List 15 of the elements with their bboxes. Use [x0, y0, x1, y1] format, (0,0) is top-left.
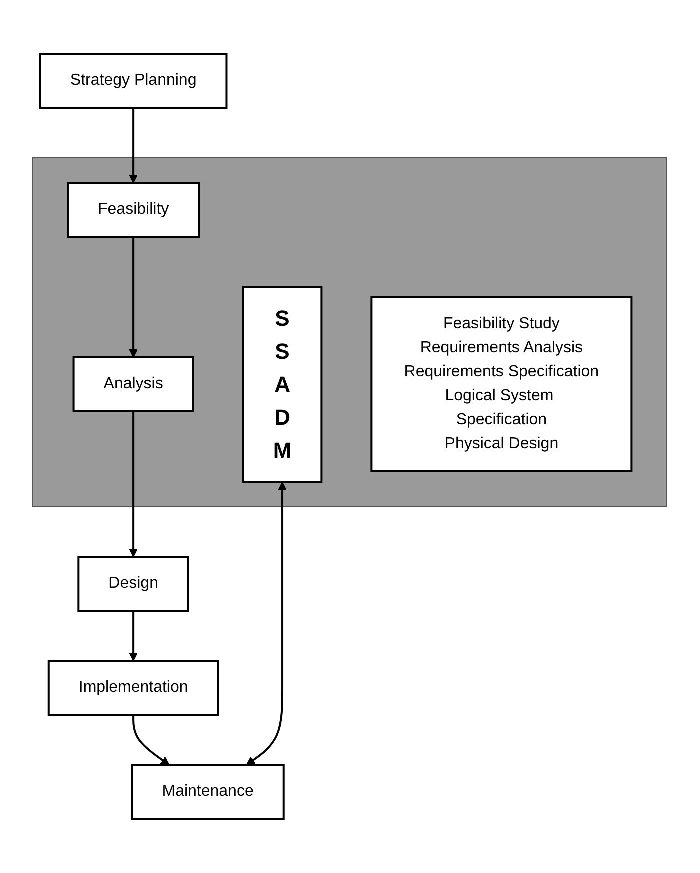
arrow	[129, 611, 138, 662]
node-box: Strategy Planning	[40, 53, 228, 109]
arrow	[129, 412, 138, 558]
node-box: Analysis	[72, 356, 195, 412]
node-box: Implementation	[48, 660, 220, 716]
node-box: Feasibility Study Requirements Analysis Requirements Specification Logical System Specification Physical Design	[370, 296, 633, 472]
arrow	[129, 108, 138, 184]
cluster	[32, 158, 668, 508]
arrow	[246, 482, 288, 766]
arrow	[132, 715, 170, 766]
node-box: Maintenance	[131, 764, 286, 820]
node-box: Feasibility	[67, 182, 200, 238]
arrow	[129, 237, 138, 358]
node-box: Design	[78, 556, 190, 612]
node-box: S S A D M	[242, 286, 323, 483]
